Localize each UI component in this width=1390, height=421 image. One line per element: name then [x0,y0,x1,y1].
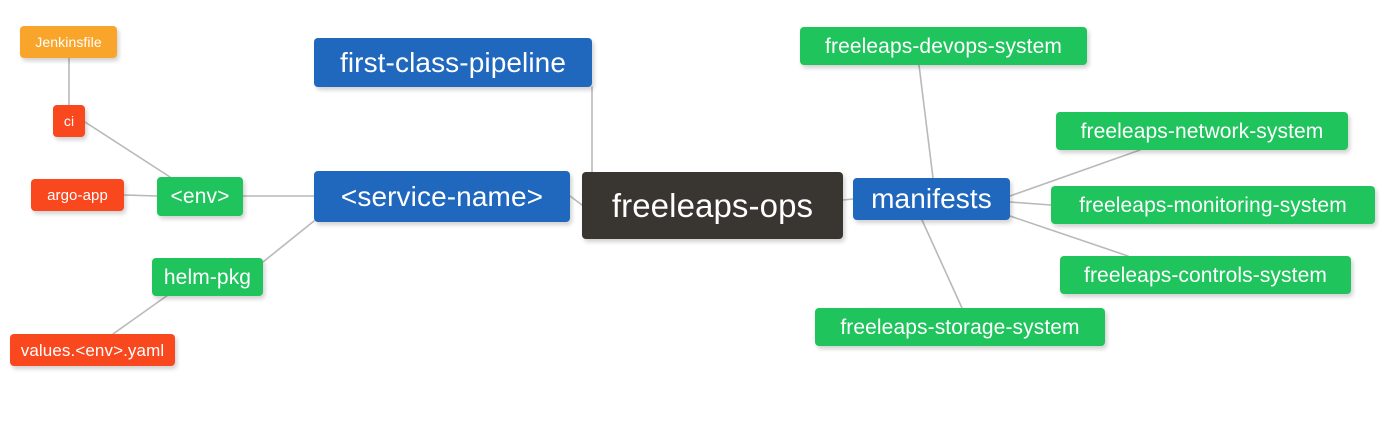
node-label-controls: freeleaps-controls-system [1084,263,1327,287]
edge-manifests-to-monitoring [1009,201,1052,206]
edge-root-to-service [569,195,583,206]
node-label-values: values.<env>.yaml [20,340,165,360]
node-label-devops: freeleaps-devops-system [825,34,1062,58]
node-label-root: freeleaps-ops [611,187,814,224]
edge-manifests-to-storage [921,219,963,309]
node-label-service: <service-name> [340,180,544,212]
node-devops[interactable]: freeleaps-devops-system [800,27,1087,65]
node-label-network: freeleaps-network-system [1080,119,1324,143]
node-env[interactable]: <env> [157,177,243,216]
node-argo[interactable]: argo-app [31,179,124,211]
node-pipeline[interactable]: first-class-pipeline [314,38,592,87]
node-label-env: <env> [170,185,230,208]
edge-service-to-helm [262,220,315,263]
node-monitoring[interactable]: freeleaps-monitoring-system [1051,186,1375,224]
node-root[interactable]: freeleaps-ops [582,172,843,239]
edge-helm-to-values [112,294,169,335]
node-values[interactable]: values.<env>.yaml [10,334,175,366]
node-controls[interactable]: freeleaps-controls-system [1060,256,1351,294]
node-label-storage: freeleaps-storage-system [840,315,1080,339]
node-service[interactable]: <service-name> [314,171,570,222]
node-label-manifests: manifests [871,183,992,214]
node-network[interactable]: freeleaps-network-system [1056,112,1348,150]
node-label-argo: argo-app [47,186,108,204]
node-label-monitoring: freeleaps-monitoring-system [1079,193,1347,217]
edge-manifests-to-devops [918,64,934,179]
edge-root-to-manifests [842,198,854,201]
node-ci[interactable]: ci [53,105,85,137]
node-label-pipeline: first-class-pipeline [339,46,567,78]
edge-env-to-argo [123,194,158,197]
node-jenkinsfile[interactable]: Jenkinsfile [20,26,117,58]
node-label-jenkinsfile: Jenkinsfile [35,34,102,50]
edge-env-to-ci [84,121,171,178]
node-label-ci: ci [63,113,75,129]
node-manifests[interactable]: manifests [853,178,1010,220]
node-storage[interactable]: freeleaps-storage-system [815,308,1105,346]
node-label-helm: helm-pkg [163,265,252,289]
node-helm[interactable]: helm-pkg [152,258,263,296]
